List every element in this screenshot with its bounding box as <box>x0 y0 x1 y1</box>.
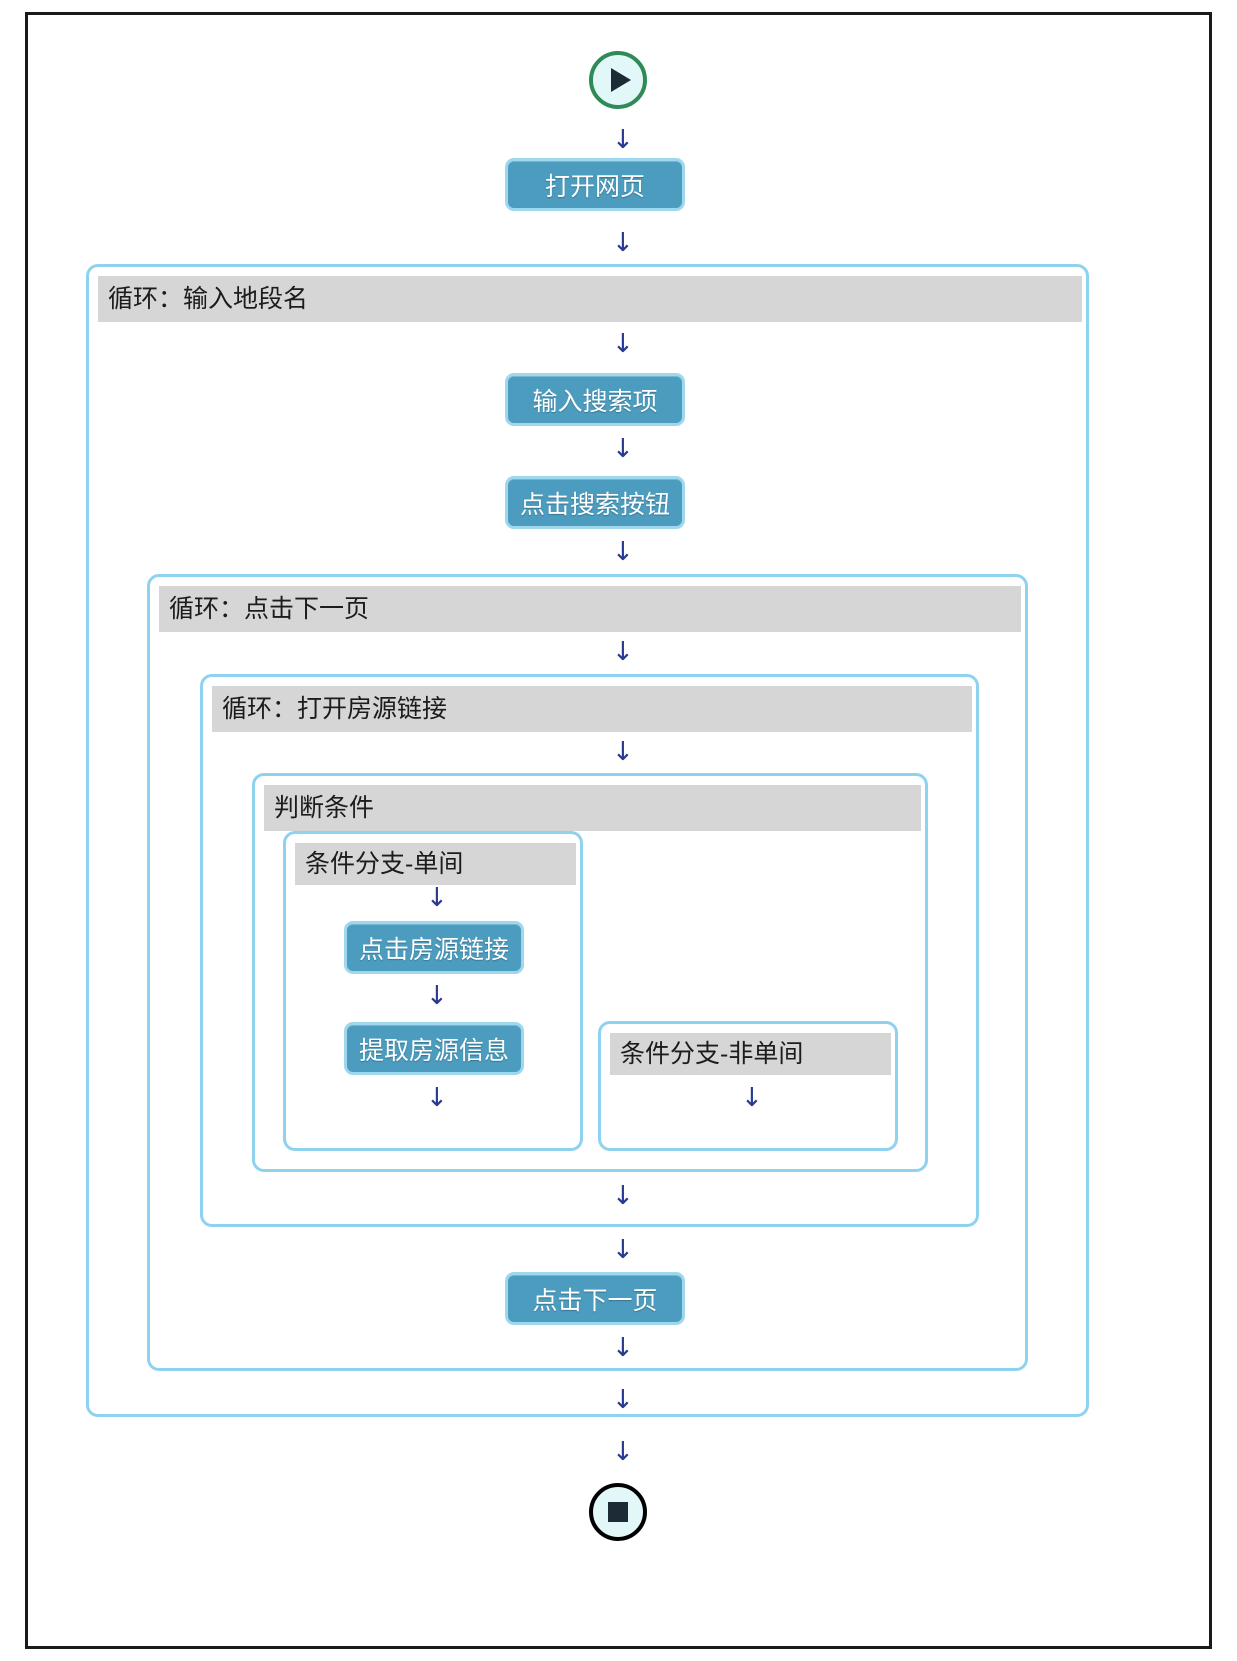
arrow-branch-non-single-end: ↓ <box>741 1083 763 1113</box>
arrow-start-to-open-page: ↓ <box>612 125 634 155</box>
node-click-next-page[interactable]: 点击下一页 <box>505 1272 685 1325</box>
node-extract-listing-info[interactable]: 提取房源信息 <box>344 1022 524 1075</box>
branch-single-room-header: 条件分支-单间 <box>295 843 576 885</box>
loop-next-page-header: 循环：点击下一页 <box>159 586 1021 632</box>
loop-open-listing-header: 循环：打开房源链接 <box>212 686 972 732</box>
diagram-frame: ↓ 打开网页 ↓ 循环：输入地段名 ↓ 输入搜索项 ↓ 点击搜索按钮 ↓ 循环：… <box>25 12 1212 1649</box>
arrow-condition-to-loop-open-listing-end: ↓ <box>612 1181 634 1211</box>
loop-district-header: 循环：输入地段名 <box>98 276 1082 322</box>
end-node[interactable] <box>589 1483 647 1541</box>
arrow-loop-open-listing-end-to-click-next-page: ↓ <box>612 1235 634 1265</box>
branch-single-room-container[interactable]: 条件分支-单间 <box>283 831 583 1151</box>
node-click-listing-link[interactable]: 点击房源链接 <box>344 921 524 974</box>
arrow-loop-district-end-to-end-node: ↓ <box>612 1437 634 1467</box>
branch-non-single-room-header: 条件分支-非单间 <box>610 1033 891 1075</box>
play-icon <box>611 68 631 92</box>
node-open-page[interactable]: 打开网页 <box>505 158 685 211</box>
arrow-open-page-to-loop-district: ↓ <box>612 228 634 258</box>
start-node[interactable] <box>589 51 647 109</box>
arrow-click-next-page-to-loop-next-page-end: ↓ <box>612 1333 634 1363</box>
arrow-click-search-to-loop-next-page: ↓ <box>612 537 634 567</box>
arrow-input-search-to-click-search: ↓ <box>612 434 634 464</box>
condition-header: 判断条件 <box>264 785 921 831</box>
arrow-extract-info-to-branch-end: ↓ <box>426 1083 448 1113</box>
arrow-loop-district-to-input-search: ↓ <box>612 329 634 359</box>
stop-icon <box>608 1502 628 1522</box>
node-click-search-button[interactable]: 点击搜索按钮 <box>505 476 685 529</box>
arrow-branch-single-to-click-listing: ↓ <box>426 883 448 913</box>
node-input-search-term[interactable]: 输入搜索项 <box>505 373 685 426</box>
arrow-loop-next-page-end-to-loop-district-end: ↓ <box>612 1385 634 1415</box>
arrow-loop-open-listing-to-condition: ↓ <box>612 737 634 767</box>
branch-non-single-room-container[interactable]: 条件分支-非单间 <box>598 1021 898 1151</box>
arrow-click-listing-to-extract-info: ↓ <box>426 981 448 1011</box>
arrow-loop-next-page-to-loop-open-listing: ↓ <box>612 637 634 667</box>
